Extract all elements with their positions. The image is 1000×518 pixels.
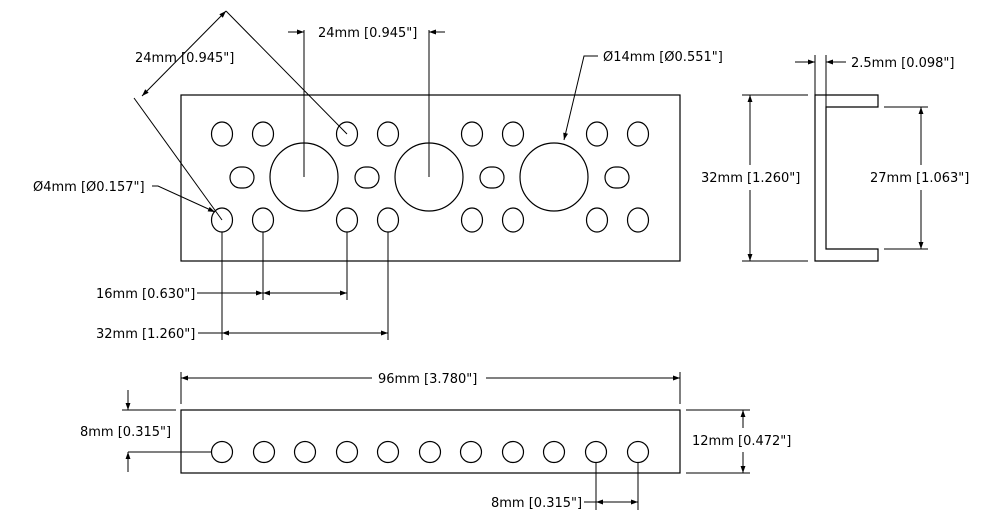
small-hole bbox=[460, 121, 484, 147]
bottom-hole bbox=[459, 440, 483, 464]
slot-hole bbox=[229, 166, 255, 189]
slot-hole bbox=[604, 166, 630, 189]
bottom-hole bbox=[376, 440, 400, 464]
front-plate-outline bbox=[180, 94, 681, 262]
bottom-hole bbox=[418, 440, 442, 464]
small-hole bbox=[335, 121, 359, 147]
dim-32mm-label: 32mm [1.260"] bbox=[96, 327, 195, 342]
bottom-hole bbox=[210, 440, 234, 464]
small-hole bbox=[335, 207, 359, 233]
bottom-plate-outline bbox=[180, 409, 681, 474]
slot-hole bbox=[354, 166, 380, 189]
bottom-hole bbox=[584, 440, 608, 464]
small-hole bbox=[210, 121, 234, 147]
channel-profile bbox=[814, 94, 879, 262]
dim-8mm-vertical-label: 8mm [0.315"] bbox=[80, 425, 171, 440]
dim-diagonal-24mm: 24mm [0.945"] bbox=[133, 10, 348, 221]
dim-24mm-horizontal: 24mm [0.945"] bbox=[288, 26, 445, 177]
bottom-hole bbox=[252, 440, 276, 464]
small-hole bbox=[460, 207, 484, 233]
side-view: 2.5mm [0.098"] 32mm [1.260"] 27mm [1.063… bbox=[701, 55, 969, 262]
dim-24mm-horizontal-label: 24mm [0.945"] bbox=[318, 26, 417, 41]
small-hole bbox=[251, 121, 275, 147]
bottom-hole bbox=[501, 440, 525, 464]
small-hole bbox=[626, 121, 650, 147]
dim-diagonal-24mm-label: 24mm [0.945"] bbox=[135, 51, 234, 66]
dim-dia4-label: Ø4mm [Ø0.157"] bbox=[33, 180, 145, 195]
dim-16mm: 16mm [0.630"] bbox=[96, 232, 348, 302]
small-hole bbox=[501, 207, 525, 233]
dim-dia4: Ø4mm [Ø0.157"] bbox=[33, 180, 216, 213]
bottom-hole bbox=[542, 440, 566, 464]
dim-12mm-label: 12mm [0.472"] bbox=[692, 434, 791, 449]
small-hole bbox=[251, 207, 275, 233]
dim-16mm-label: 16mm [0.630"] bbox=[96, 287, 195, 302]
small-hole bbox=[376, 207, 400, 233]
large-hole bbox=[519, 142, 589, 212]
dim-side-inner-label: 27mm [1.063"] bbox=[870, 171, 969, 186]
front-view bbox=[180, 94, 681, 262]
small-hole bbox=[501, 121, 525, 147]
small-hole bbox=[585, 207, 609, 233]
dim-8mm-horizontal-label: 8mm [0.315"] bbox=[491, 496, 582, 511]
bottom-hole bbox=[293, 440, 317, 464]
dim-dia14: Ø14mm [Ø0.551"] bbox=[563, 50, 723, 141]
dim-32mm: 32mm [1.260"] bbox=[96, 232, 389, 342]
small-hole bbox=[585, 121, 609, 147]
dim-thickness-label: 2.5mm [0.098"] bbox=[851, 56, 954, 71]
small-hole bbox=[376, 121, 400, 147]
dim-side-height-label: 32mm [1.260"] bbox=[701, 171, 800, 186]
dim-length-label: 96mm [3.780"] bbox=[378, 372, 477, 387]
bottom-view: 96mm [3.780"] 8mm [0.315"] 12mm [0.472"]… bbox=[80, 372, 791, 511]
slot-hole bbox=[479, 166, 505, 189]
dim-dia14-label: Ø14mm [Ø0.551"] bbox=[603, 50, 723, 65]
small-hole bbox=[626, 207, 650, 233]
bottom-hole bbox=[626, 440, 650, 464]
bottom-hole bbox=[335, 440, 359, 464]
